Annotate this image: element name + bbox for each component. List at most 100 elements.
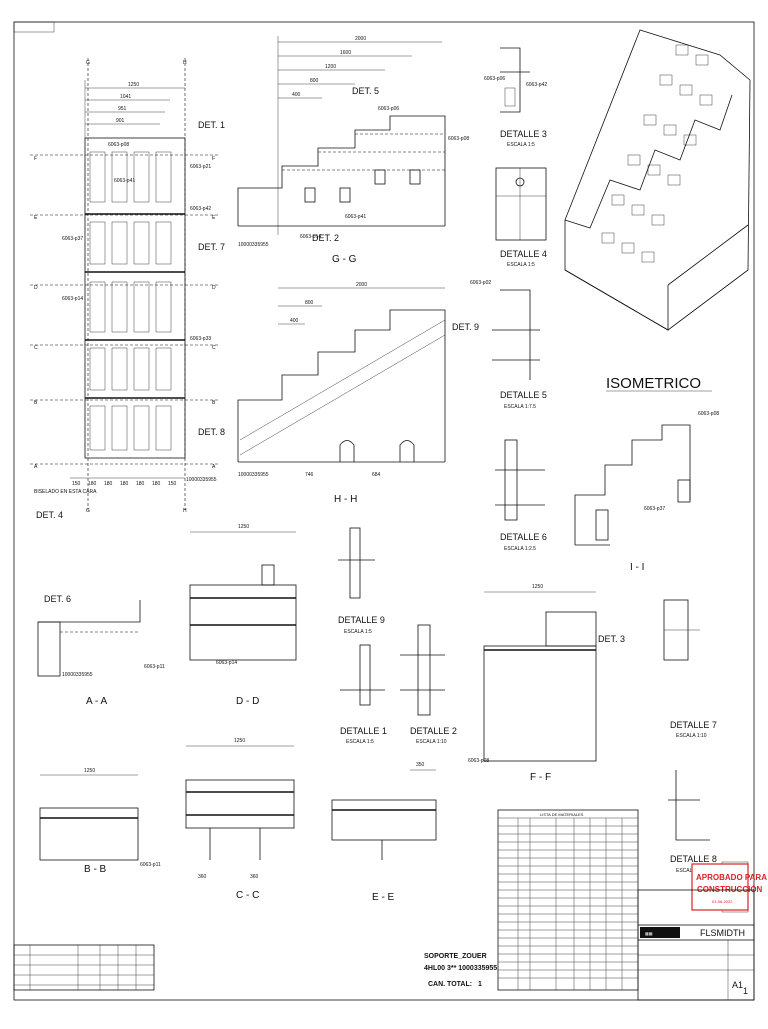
svg-text:DETALLE 7: DETALLE 7 [670, 720, 717, 730]
svg-text:6063-p08: 6063-p08 [468, 758, 489, 764]
svg-text:6063-p37: 6063-p37 [62, 236, 83, 242]
svg-text:400: 400 [292, 92, 301, 98]
svg-text:B: B [34, 400, 38, 406]
svg-text:ESCALA 1:10: ESCALA 1:10 [676, 733, 707, 739]
svg-text:DET. 5: DET. 5 [352, 86, 379, 96]
svg-text:150: 150 [72, 481, 81, 487]
isometric-view: ISOMETRICO [564, 29, 751, 392]
svg-text:A: A [212, 464, 216, 470]
detail-4: DETALLE 4 ESCALA 1:5 [495, 167, 547, 268]
svg-text:DETALLE 6: DETALLE 6 [500, 532, 547, 542]
svg-text:1: 1 [743, 986, 748, 996]
detail-7: DETALLE 7 ESCALA 1:10 [663, 599, 717, 739]
svg-text:350: 350 [416, 762, 425, 768]
section-g-g: 2000 1600 1200 800 400 DET. 5 DET. 2 100… [237, 36, 469, 265]
svg-text:H - H: H - H [334, 494, 357, 505]
svg-text:6063-p06: 6063-p06 [484, 76, 505, 82]
svg-text:BISELADO EN ESTA CARA: BISELADO EN ESTA CARA [34, 489, 97, 495]
svg-text:6063-p42: 6063-p42 [190, 206, 211, 212]
svg-text:ESCALA 1:5: ESCALA 1:5 [507, 262, 535, 268]
svg-text:6063-p14: 6063-p14 [300, 234, 321, 240]
svg-text:746: 746 [305, 472, 314, 478]
svg-text:1200: 1200 [325, 64, 336, 70]
svg-text:A - A: A - A [86, 696, 107, 707]
svg-text:DETALLE 4: DETALLE 4 [500, 249, 547, 259]
svg-text:6063-p42: 6063-p42 [526, 82, 547, 88]
svg-text:DET. 4: DET. 4 [36, 510, 63, 520]
svg-text:10000335955: 10000335955 [62, 672, 93, 678]
section-i-i: I - I 6063-p08 6063-p37 [574, 411, 719, 573]
detail-9: DETALLE 9 ESCALA 1:5 [338, 527, 385, 635]
svg-text:DET. 6: DET. 6 [44, 594, 71, 604]
bill-of-materials: LISTA DE MATERIALES [497, 809, 639, 991]
svg-text:6063-p08: 6063-p08 [448, 136, 469, 142]
svg-text:G: G [86, 508, 90, 514]
svg-text:DET. 1: DET. 1 [198, 120, 225, 130]
svg-text:400: 400 [290, 318, 299, 324]
section-a-a: DET. 6 10000335955 A - A 6063-p11 [37, 594, 165, 707]
svg-text:FLSMIDTH: FLSMIDTH [700, 928, 745, 938]
piece-info: SOPORTE_ZOUER 4HL00 3** 1000335955 CAN. … [424, 953, 497, 988]
svg-text:DET. 3: DET. 3 [598, 634, 625, 644]
detail-8: DETALLE 8 ESCALA 1:5 [668, 770, 717, 874]
svg-text:1250: 1250 [234, 738, 245, 744]
svg-text:F: F [34, 156, 37, 162]
section-h-h: 2000 800 400 DET. 9 10000335955 746 684 … [237, 282, 479, 505]
svg-text:DETALLE 3: DETALLE 3 [500, 129, 547, 139]
section-e-e: 350 E - E [331, 762, 437, 903]
svg-text:CONSTRUCCIÓN: CONSTRUCCIÓN [697, 885, 763, 894]
svg-text:800: 800 [310, 78, 319, 84]
svg-text:A1: A1 [732, 980, 743, 990]
approval-stamp: APROBADO PARA CONSTRUCCIÓN 01-06-2022 [691, 861, 767, 913]
svg-text:SOPORTE_ZOUER: SOPORTE_ZOUER [424, 953, 487, 960]
svg-text:6063-p08: 6063-p08 [108, 142, 129, 148]
svg-text:10000335955: 10000335955 [186, 477, 217, 483]
svg-text:E - E: E - E [372, 892, 395, 903]
section-b-b: 1250 B - B 6063-p11 [39, 768, 161, 875]
svg-text:180: 180 [120, 481, 129, 487]
plan-view: 1250 1041 951 901 F E D C B A F E D C B … [30, 58, 225, 520]
svg-text:C - C: C - C [236, 890, 259, 901]
section-f-f: 1250 DET. 3 F - F 6063-p08 [468, 584, 625, 783]
svg-text:I - I: I - I [630, 562, 644, 573]
svg-text:901: 901 [116, 118, 125, 124]
svg-text:ESCALA 1:5: ESCALA 1:5 [507, 142, 535, 148]
detail-5: DETALLE 5 ESCALA 1:7.5 6063-p02 [470, 280, 547, 410]
svg-text:A: A [34, 464, 38, 470]
svg-text:DETALLE 8: DETALLE 8 [670, 854, 717, 864]
svg-text:6063-p41: 6063-p41 [345, 214, 366, 220]
section-d-d: 1250 D - D 6063-p14 [189, 524, 297, 707]
svg-text:B - B: B - B [84, 864, 107, 875]
company-logo-left: ▦▦ [645, 931, 653, 936]
svg-text:6063-p02: 6063-p02 [470, 280, 491, 286]
svg-text:6063-p06: 6063-p06 [378, 106, 399, 112]
svg-text:6063-p11: 6063-p11 [144, 664, 165, 670]
svg-text:H: H [183, 60, 187, 66]
svg-text:F: F [212, 156, 215, 162]
sheet-border [13, 21, 755, 1001]
detail-3: DETALLE 3 ESCALA 1:5 6063-p06 6063-p42 [484, 47, 547, 148]
svg-text:E: E [212, 215, 216, 221]
svg-text:180: 180 [136, 481, 145, 487]
svg-text:1250: 1250 [84, 768, 95, 774]
svg-text:684: 684 [372, 472, 381, 478]
svg-text:DET. 8: DET. 8 [198, 427, 225, 437]
svg-text:800: 800 [305, 300, 314, 306]
svg-text:1250: 1250 [238, 524, 249, 530]
svg-text:G - G: G - G [332, 254, 357, 265]
svg-text:1250: 1250 [532, 584, 543, 590]
svg-text:6063-p14: 6063-p14 [62, 296, 83, 302]
svg-text:ISOMETRICO: ISOMETRICO [606, 375, 701, 392]
revision-block [13, 944, 155, 991]
svg-text:1250: 1250 [128, 82, 139, 88]
svg-text:4HL00 3** 1000335955: 4HL00 3** 1000335955 [424, 965, 497, 972]
svg-text:LISTA DE MATERIALES: LISTA DE MATERIALES [540, 812, 584, 817]
title-block: ▦▦ FLSMIDTH A1 1 [637, 889, 755, 1001]
svg-text:ESCALA 1:7.5: ESCALA 1:7.5 [504, 404, 536, 410]
svg-text:E: E [34, 215, 38, 221]
svg-text:DET. 2: DET. 2 [312, 233, 339, 243]
svg-text:6063-p14: 6063-p14 [216, 660, 237, 666]
svg-text:6063-p11: 6063-p11 [140, 862, 161, 868]
